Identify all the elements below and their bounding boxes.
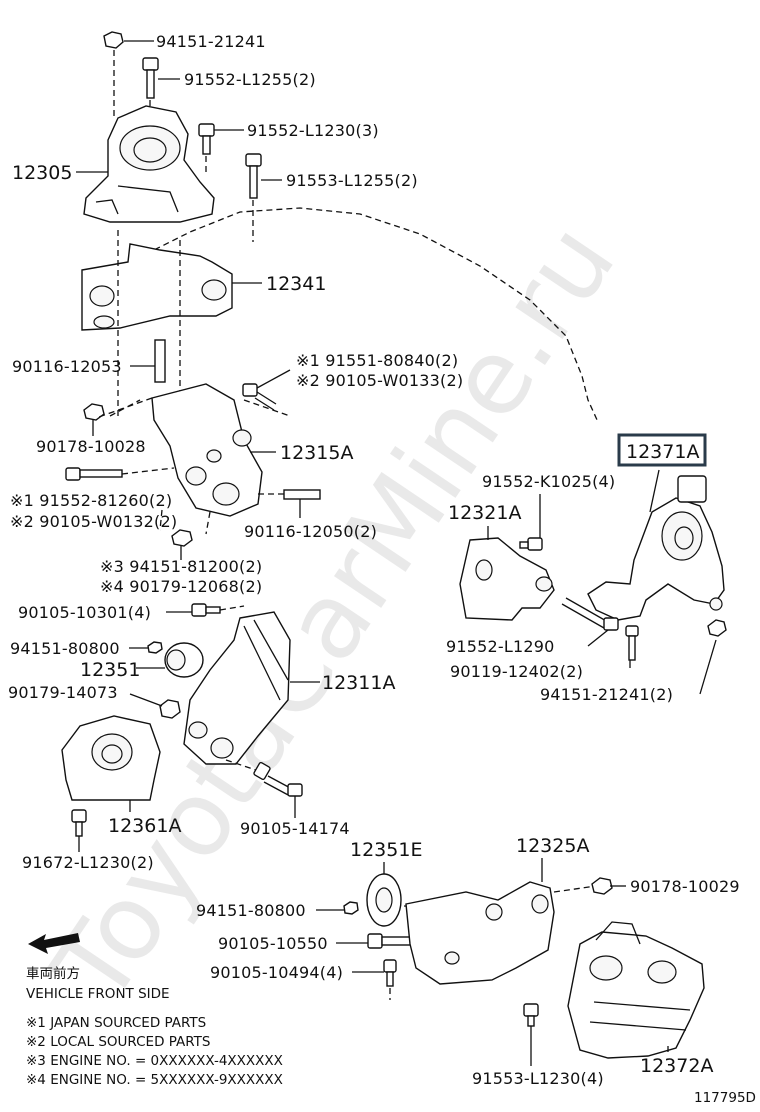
note-1: ※1 JAPAN SOURCED PARTS: [26, 1015, 206, 1031]
bolt-91552-L1230[interactable]: [198, 123, 215, 172]
label-12325A[interactable]: 12325A: [516, 835, 589, 857]
nut-94151-80800-a[interactable]: [147, 641, 163, 654]
label-94151-80800-a[interactable]: 94151-80800: [10, 639, 120, 658]
leader-lines: [76, 40, 717, 1066]
bolt-91551-80840[interactable]: [242, 383, 277, 411]
stud-90116-12053[interactable]: [154, 339, 166, 383]
label-90105-W0132[interactable]: ※2 90105-W0132(2): [10, 512, 177, 531]
engine-mount-bracket-12311A[interactable]: [183, 611, 291, 771]
label-12311A[interactable]: 12311A: [322, 672, 395, 694]
label-91552-L1255[interactable]: 91552-L1255(2): [184, 70, 316, 89]
note-2: ※2 LOCAL SOURCED PARTS: [26, 1034, 211, 1050]
front-arrow-icon: [28, 933, 80, 954]
direction-label-en: VEHICLE FRONT SIDE: [26, 986, 170, 1002]
engine-mount-insulator-12371A[interactable]: [587, 475, 725, 621]
engine-mount-insulator-12305[interactable]: [83, 105, 215, 223]
label-91553-L1255[interactable]: 91553-L1255(2): [286, 171, 418, 190]
label-90105-14174[interactable]: 90105-14174: [240, 819, 350, 838]
part-labels: 94151-21241 91552-L1255(2) 91552-L1230(3…: [8, 32, 740, 1088]
label-12361A[interactable]: 12361A: [108, 815, 181, 837]
nut-94151-21241-right[interactable]: [707, 619, 727, 637]
label-90178-10028[interactable]: 90178-10028: [36, 437, 146, 456]
note-4: ※4 ENGINE NO. = 5XXXXXX-9XXXXXX: [26, 1072, 283, 1088]
nut-90179-14073[interactable]: [159, 699, 181, 719]
engine-mount-insulator-12361A[interactable]: [61, 715, 161, 801]
nut-94151-21241[interactable]: [103, 31, 124, 116]
bolt-91552-L1290[interactable]: [561, 597, 619, 631]
label-12371A[interactable]: 12371A: [626, 441, 699, 463]
nut-94151-81200[interactable]: [171, 529, 193, 547]
note-3: ※3 ENGINE NO. = 0XXXXXX-4XXXXXX: [26, 1053, 283, 1069]
label-91552-K1025[interactable]: 91552-K1025(4): [482, 472, 615, 491]
engine-mount-bracket-12315A[interactable]: [95, 383, 291, 535]
label-90105-W0133[interactable]: ※2 90105-W0133(2): [296, 371, 463, 390]
label-94151-21241-right[interactable]: 94151-21241(2): [540, 685, 673, 704]
bolt-90105-10494[interactable]: [383, 959, 397, 1000]
label-91552-81260[interactable]: ※1 91552-81260(2): [10, 491, 172, 510]
label-12351[interactable]: 12351: [80, 659, 140, 681]
bushing-12351[interactable]: [164, 642, 204, 678]
bolt-91552-K1025[interactable]: [519, 537, 543, 551]
label-90116-12050[interactable]: 90116-12050(2): [244, 522, 377, 541]
bolt-90119-12402[interactable]: [625, 625, 639, 661]
label-94151-21241[interactable]: 94151-21241: [156, 32, 266, 51]
label-91672-L1230[interactable]: 91672-L1230(2): [22, 853, 154, 872]
nut-90178-10028[interactable]: [83, 403, 105, 421]
bolt-90105-14174[interactable]: [253, 761, 303, 797]
label-12372A[interactable]: 12372A: [640, 1055, 713, 1077]
label-90116-12053[interactable]: 90116-12053: [12, 357, 122, 376]
direction-label-jp: 車両前方: [26, 965, 80, 982]
engine-mount-bracket-12321A[interactable]: [459, 537, 555, 621]
label-91552-L1290[interactable]: 91552-L1290: [446, 637, 555, 656]
label-90105-10494[interactable]: 90105-10494(4): [210, 963, 343, 982]
diagram-id: 117795D: [694, 1090, 756, 1106]
label-90105-10301[interactable]: 90105-10301(4): [18, 603, 151, 622]
label-12341[interactable]: 12341: [266, 273, 326, 295]
label-90105-10550[interactable]: 90105-10550: [218, 934, 328, 953]
label-12315A[interactable]: 12315A: [280, 442, 353, 464]
engine-mount-insulator-12372A[interactable]: [567, 921, 705, 1059]
label-90178-10029[interactable]: 90178-10029: [630, 877, 740, 896]
label-90179-14073[interactable]: 90179-14073: [8, 683, 118, 702]
bolt-91672-L1230[interactable]: [71, 809, 87, 837]
label-12351E[interactable]: 12351E: [350, 839, 422, 861]
label-91551-80840[interactable]: ※1 91551-80840(2): [296, 351, 458, 370]
bolt-91552-81260[interactable]: [65, 467, 175, 481]
label-12305[interactable]: 12305: [12, 162, 72, 184]
highlight-box-12371A: [617, 433, 707, 467]
label-94151-80800-b[interactable]: 94151-80800: [196, 901, 306, 920]
stud-90116-12050[interactable]: [258, 489, 321, 500]
bolt-90105-10301[interactable]: [191, 603, 245, 617]
label-91552-L1230[interactable]: 91552-L1230(3): [247, 121, 379, 140]
engine-mount-bracket-12325A[interactable]: [405, 881, 597, 985]
engine-mount-bracket-12341[interactable]: [81, 230, 233, 416]
label-94151-81200[interactable]: ※3 94151-81200(2): [100, 557, 262, 576]
bolt-91553-L1255[interactable]: [245, 153, 262, 242]
nut-94151-80800-b[interactable]: [343, 901, 359, 915]
bolt-91553-L1230[interactable]: [523, 1003, 539, 1027]
label-12321A[interactable]: 12321A: [448, 502, 521, 524]
notes-legend: ※1 JAPAN SOURCED PARTS ※2 LOCAL SOURCED …: [26, 1015, 283, 1088]
label-90119-12402[interactable]: 90119-12402(2): [450, 662, 583, 681]
nut-90178-10029[interactable]: [591, 877, 613, 895]
bolt-91552-L1255[interactable]: [142, 57, 159, 122]
label-91553-L1230[interactable]: 91553-L1230(4): [472, 1069, 604, 1088]
label-90179-12068[interactable]: ※4 90179-12068(2): [100, 577, 262, 596]
